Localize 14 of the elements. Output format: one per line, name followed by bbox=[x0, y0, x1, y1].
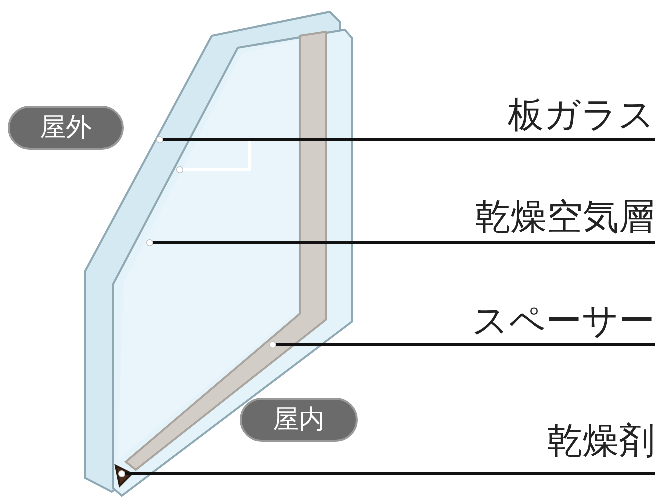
leader-line bbox=[156, 136, 655, 144]
part-label: 板ガラス bbox=[455, 96, 655, 136]
desiccant bbox=[114, 464, 134, 488]
part-label: 乾燥空気層 bbox=[415, 198, 655, 238]
location-badge: 屋内 bbox=[240, 398, 358, 442]
location-badge: 屋外 bbox=[8, 106, 124, 150]
part-label: スペーサー bbox=[415, 302, 655, 342]
part-label: 乾燥剤 bbox=[455, 422, 655, 462]
leader-line bbox=[270, 342, 655, 348]
leader-line bbox=[118, 470, 655, 478]
leader-line bbox=[146, 240, 655, 246]
air-layer bbox=[118, 40, 298, 460]
spacer-bar bbox=[124, 30, 327, 472]
glass-pane bbox=[112, 28, 353, 498]
